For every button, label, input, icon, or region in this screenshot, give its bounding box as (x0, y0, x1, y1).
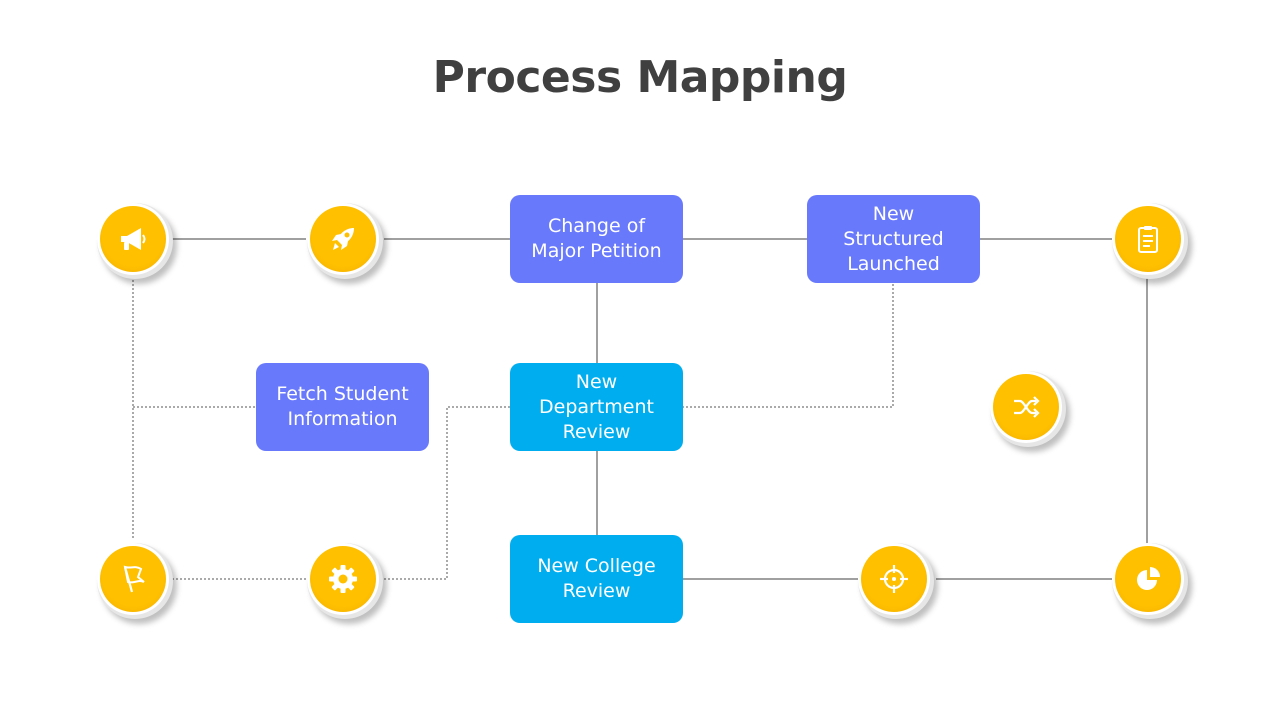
page-title: Process Mapping (432, 52, 848, 103)
flag-node (97, 543, 173, 619)
new-college-review-box: New College Review (510, 535, 683, 623)
clipboard-node (1112, 203, 1188, 279)
gear-node (307, 543, 383, 619)
pie-chart-icon (1137, 567, 1160, 590)
change-of-major-petition-box: Change of Major Petition (510, 195, 683, 283)
flag-icon (123, 565, 145, 593)
megaphone-node (97, 203, 173, 279)
pie-chart-node (1112, 543, 1188, 619)
new-department-review-box: New Department Review (510, 363, 683, 451)
rocket-node (307, 203, 383, 279)
fetch-student-information-box: Fetch Student Information (256, 363, 429, 451)
target-node (858, 543, 934, 619)
megaphone-icon (121, 228, 146, 250)
rocket-icon (332, 228, 354, 250)
clipboard-icon (1138, 226, 1158, 253)
shuffle-node (990, 371, 1066, 447)
target-icon (880, 565, 908, 593)
shuffle-icon (1014, 396, 1040, 418)
gear-icon (329, 565, 357, 593)
new-structured-launched-box: New Structured Launched (807, 195, 980, 283)
